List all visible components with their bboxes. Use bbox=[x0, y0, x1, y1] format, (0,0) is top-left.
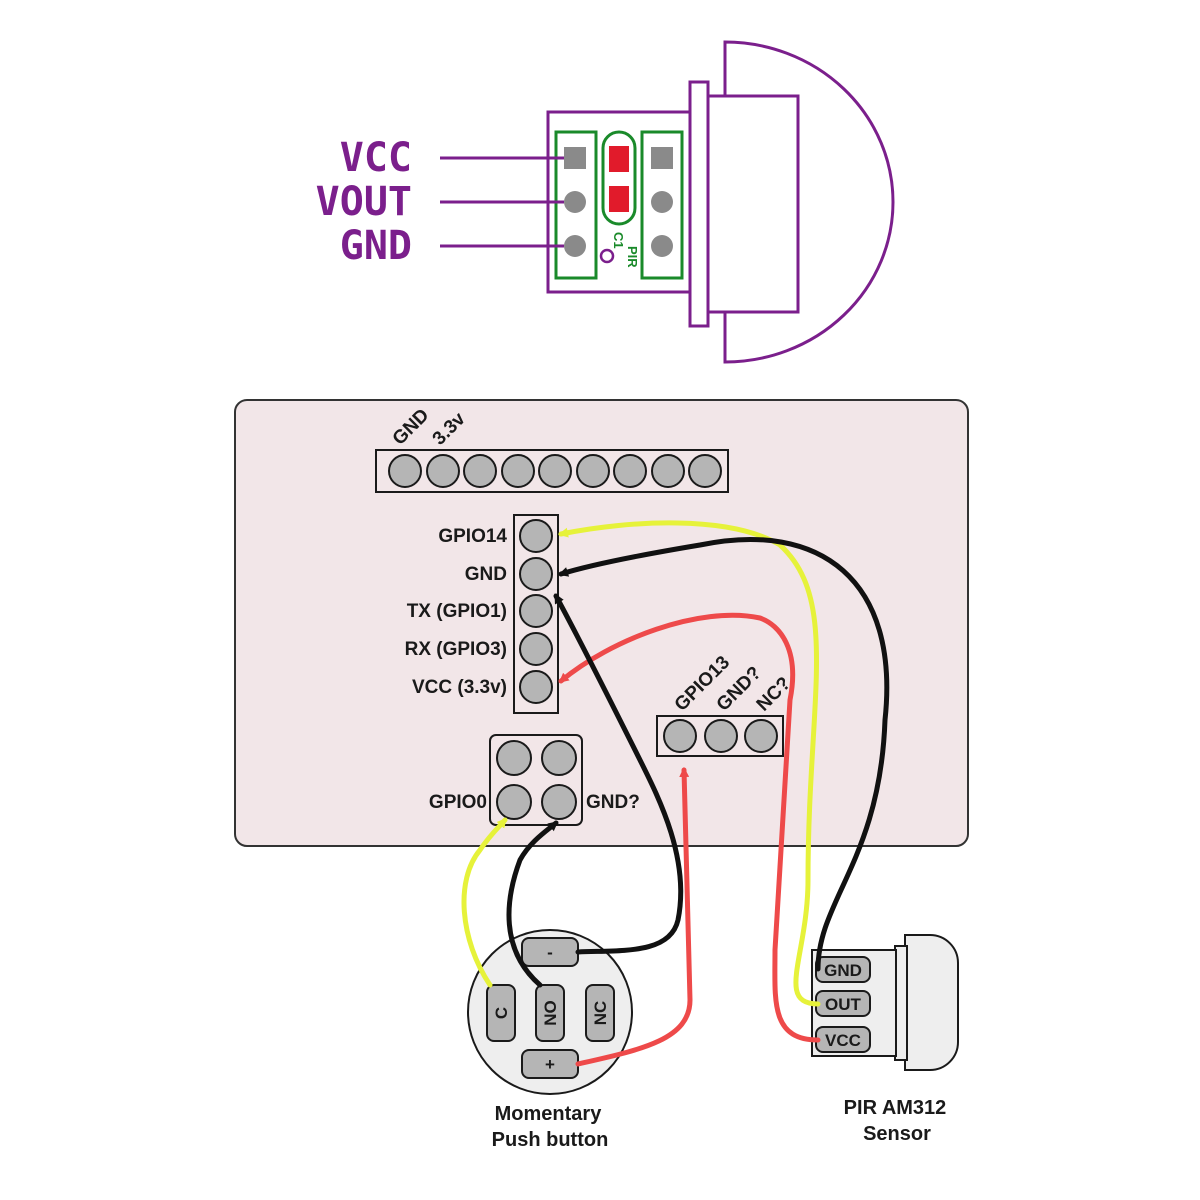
button-label-no: NO bbox=[541, 1000, 560, 1026]
sensor-dome bbox=[904, 934, 959, 1071]
pir-pad-vcc bbox=[564, 147, 586, 169]
quad-label-gnd: GND? bbox=[586, 792, 640, 813]
quad-header bbox=[489, 734, 583, 826]
small-header bbox=[656, 715, 784, 757]
small-pin-nc bbox=[744, 719, 778, 753]
pir-pad-vout bbox=[564, 191, 586, 213]
top-pin bbox=[388, 454, 422, 488]
quad-pin-gnd bbox=[541, 784, 577, 820]
pir-green-block-right bbox=[640, 130, 684, 280]
button-label-minus: - bbox=[547, 943, 553, 962]
pir-label-vcc: VCC bbox=[340, 135, 412, 181]
wire-out-to-gpio14 bbox=[558, 520, 821, 1007]
wire-gnd-to-gnd bbox=[558, 536, 890, 972]
quad-pin-tr bbox=[541, 740, 577, 776]
pir-silk-pir: PIR bbox=[625, 246, 640, 268]
top-pin bbox=[613, 454, 647, 488]
board-outline bbox=[234, 399, 969, 847]
wire-minus-to-gnd bbox=[553, 593, 684, 955]
wire-plus-to-gpio13 bbox=[575, 767, 693, 1067]
top-header bbox=[375, 449, 729, 493]
side-pin-tx bbox=[519, 594, 553, 628]
pir-c1-pad-top bbox=[609, 146, 629, 172]
sensor-caption-2: Sensor bbox=[863, 1123, 931, 1145]
pir-silk-c1: C1 bbox=[611, 232, 626, 249]
wire-vcc-to-vcc bbox=[558, 612, 821, 1043]
small-pin-gpio13 bbox=[663, 719, 697, 753]
pir-via bbox=[599, 248, 615, 264]
top-pin bbox=[576, 454, 610, 488]
top-pin bbox=[426, 454, 460, 488]
wire-no-to-gnd bbox=[506, 820, 559, 988]
button-terminal-nc bbox=[585, 984, 615, 1042]
push-button: - C NO NC + Momentary Push button bbox=[467, 929, 633, 1151]
top-header-pins bbox=[388, 454, 722, 488]
quad-pin-tl bbox=[496, 740, 532, 776]
top-pin bbox=[688, 454, 722, 488]
esp-board: GND 3.3v GPIO14 GND TX (GPIO1) RX (GPIO3… bbox=[234, 399, 969, 847]
wire-c-to-gpio0 bbox=[461, 817, 508, 988]
small-pin-gnd bbox=[704, 719, 738, 753]
button-label-c: C bbox=[492, 1007, 511, 1019]
button-caption-2: Push button bbox=[492, 1129, 609, 1151]
side-label-rx: RX (GPIO3) bbox=[405, 639, 507, 660]
sensor-label-gnd: GND bbox=[824, 961, 862, 980]
side-pin-gnd bbox=[519, 557, 553, 591]
pir-pad-right-2 bbox=[651, 191, 673, 213]
pir-pad-right-1 bbox=[651, 147, 673, 169]
pir-label-gnd: GND bbox=[340, 223, 412, 269]
pir-dome bbox=[723, 40, 895, 364]
top-pin bbox=[463, 454, 497, 488]
sensor-label-out: OUT bbox=[825, 995, 862, 1014]
pir-green-block-left bbox=[554, 130, 598, 280]
side-label-vcc: VCC (3.3v) bbox=[412, 677, 507, 698]
sensor-label-vcc: VCC bbox=[825, 1031, 861, 1050]
side-pin-vcc bbox=[519, 670, 553, 704]
sensor-caption-1: PIR AM312 bbox=[844, 1097, 947, 1119]
button-terminal-no bbox=[535, 984, 565, 1042]
pir-module: C1 PIR VCC VOUT GND bbox=[316, 40, 895, 364]
button-label-nc: NC bbox=[591, 1001, 610, 1026]
pir-c1-pad-bottom bbox=[609, 186, 629, 212]
top-pin bbox=[538, 454, 572, 488]
side-label-gnd: GND bbox=[465, 564, 507, 585]
top-pin bbox=[501, 454, 535, 488]
quad-pin-gpio0 bbox=[496, 784, 532, 820]
wires bbox=[461, 520, 890, 1067]
pir-sensor: GND OUT VCC PIR AM312 Sensor bbox=[811, 934, 959, 1145]
top-pin bbox=[651, 454, 685, 488]
side-label-gpio14: GPIO14 bbox=[438, 526, 507, 547]
side-pin-gpio14 bbox=[519, 519, 553, 553]
pir-pad-gnd bbox=[564, 235, 586, 257]
side-header bbox=[513, 514, 559, 714]
side-pin-rx bbox=[519, 632, 553, 666]
pir-pad-right-3 bbox=[651, 235, 673, 257]
pir-c1-outline bbox=[601, 130, 637, 226]
button-label-plus: + bbox=[545, 1055, 555, 1074]
pir-flange bbox=[688, 80, 710, 328]
side-label-tx: TX (GPIO1) bbox=[407, 601, 507, 622]
pir-label-vout: VOUT bbox=[316, 179, 412, 225]
button-caption-1: Momentary bbox=[495, 1103, 603, 1125]
pir-body bbox=[706, 94, 800, 314]
quad-label-gpio0: GPIO0 bbox=[429, 792, 487, 813]
button-terminal-c bbox=[486, 984, 516, 1042]
